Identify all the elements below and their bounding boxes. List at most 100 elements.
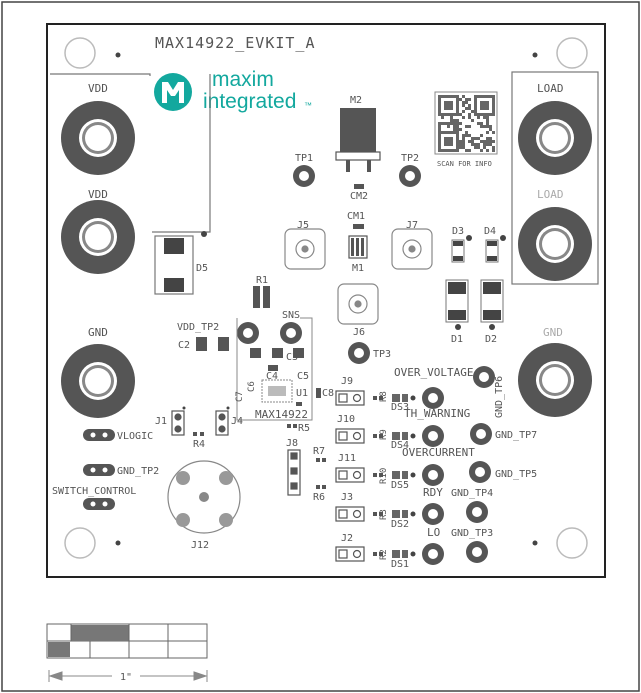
resistor-overcurrent [373,473,383,477]
label-j3: J3 [341,492,353,503]
label-u1: U1 [296,388,308,399]
label-r9: R9 [379,429,389,440]
diode-d4 [485,235,506,263]
resistor-lo [373,552,383,556]
label-gnd-tp6: GND_TP6 [494,376,505,418]
terminal-vdd-top [61,101,135,175]
mounting-hole-top-right [556,37,588,69]
test-point-rdy [422,503,444,525]
resistor-over-voltage [373,396,383,400]
header-j1 [171,410,185,436]
label-tp2: TP2 [401,153,419,164]
resistor-r1 [253,286,270,308]
led-th-warning [392,432,416,440]
label-r5: R5 [298,423,310,434]
vdd-terminal-outline [50,73,211,233]
logo-tm: ™ [304,101,312,110]
cap-c8 [316,388,321,398]
label-gnd-right: GND [543,326,563,339]
load-terminal-outline [511,71,599,285]
test-point-sns [280,322,302,344]
label-j7: J7 [406,220,418,231]
label-th-warning: TH_WARNING [404,407,470,420]
label-j9: J9 [341,376,353,387]
scale-dimension-arrow [48,670,208,682]
label-r4: R4 [193,439,205,450]
transistor-m1 [348,235,368,259]
test-point-vdd-tp2 [237,322,259,344]
header-j8 [287,449,301,496]
label-ds3: DS3 [391,402,409,413]
logo-line2: integrated [203,90,296,113]
label-d5: D5 [196,263,208,274]
mounting-holes [64,37,588,559]
large-terminals [61,101,592,418]
led-rdy [392,510,416,518]
label-cm2: CM2 [350,191,368,202]
header-rdy [335,506,365,522]
label-c2: C2 [178,340,190,351]
qr-caption: SCAN FOR INFO [437,160,492,168]
led-lo [392,550,416,558]
label-ds5: DS5 [391,480,409,491]
connector-j5 [284,228,326,270]
test-point-over-voltage [422,387,444,409]
gnd-test-point-overcurrent [469,461,491,483]
maxim-logo: maxim integrated ™ [154,68,312,113]
label-j6: J6 [353,327,365,338]
mounting-hole-bottom-right [556,527,588,559]
test-point-tp3 [348,342,370,364]
board-title: MAX14922_EVKIT_A [155,34,316,52]
terminal-load-bottom [518,207,592,281]
label-gnd-left: GND [88,326,108,339]
label-gnd-tp4: GND_TP4 [451,488,493,499]
label-j11: J11 [338,453,356,464]
label-overcurrent: OVERCURRENT [402,446,475,459]
test-point-switch-control [83,498,115,510]
cap-cm2 [354,184,364,189]
label-ds2: DS2 [391,519,409,530]
led-over-voltage [392,394,416,402]
label-d1: D1 [451,334,463,345]
label-load-top: LOAD [537,82,564,95]
test-point-gnd-tp2 [83,464,115,476]
ic-u1 [261,379,293,403]
resistor-r5 [287,424,297,428]
diode-d1 [445,279,469,330]
label-j1: J1 [155,416,167,427]
label-c4: C4 [266,371,278,382]
cap-cm1 [353,224,364,229]
label-sns: SNS [282,310,300,321]
label-gnd-tp5: GND_TP5 [495,469,537,480]
label-r1: R1 [256,275,268,286]
terminal-gnd-right [518,343,592,417]
connector-j7 [391,228,433,270]
label-c3: C3 [286,352,298,363]
gnd-test-point-lo [466,541,488,563]
connector-j12 [167,460,241,534]
label-rdy: RDY [423,486,443,499]
resistor-r4 [193,432,204,436]
header-j4 [215,410,229,436]
header-th-warning [335,428,365,444]
label-c7: C7 [235,391,245,402]
label-c5: C5 [297,371,309,382]
transistor-m2 [335,108,381,172]
label-r2: R2 [379,549,389,560]
label-j10: J10 [337,414,355,425]
logo-line1: maxim [212,68,274,91]
label-j2: J2 [341,533,353,544]
label-gnd-tp3: GND_TP3 [451,528,493,539]
header-lo [335,546,365,562]
label-gnd-tp2: GND_TP2 [117,466,159,477]
label-j12: J12 [191,540,209,551]
label-cm1: CM1 [347,211,365,222]
label-ds1: DS1 [391,559,409,570]
label-over-voltage: OVER_VOLTAGE [394,366,473,379]
test-point-overcurrent [422,464,444,486]
board-outline [46,23,606,578]
terminal-vdd-bottom [61,200,135,274]
test-point-th-warning [422,425,444,447]
label-m2: M2 [350,95,362,106]
